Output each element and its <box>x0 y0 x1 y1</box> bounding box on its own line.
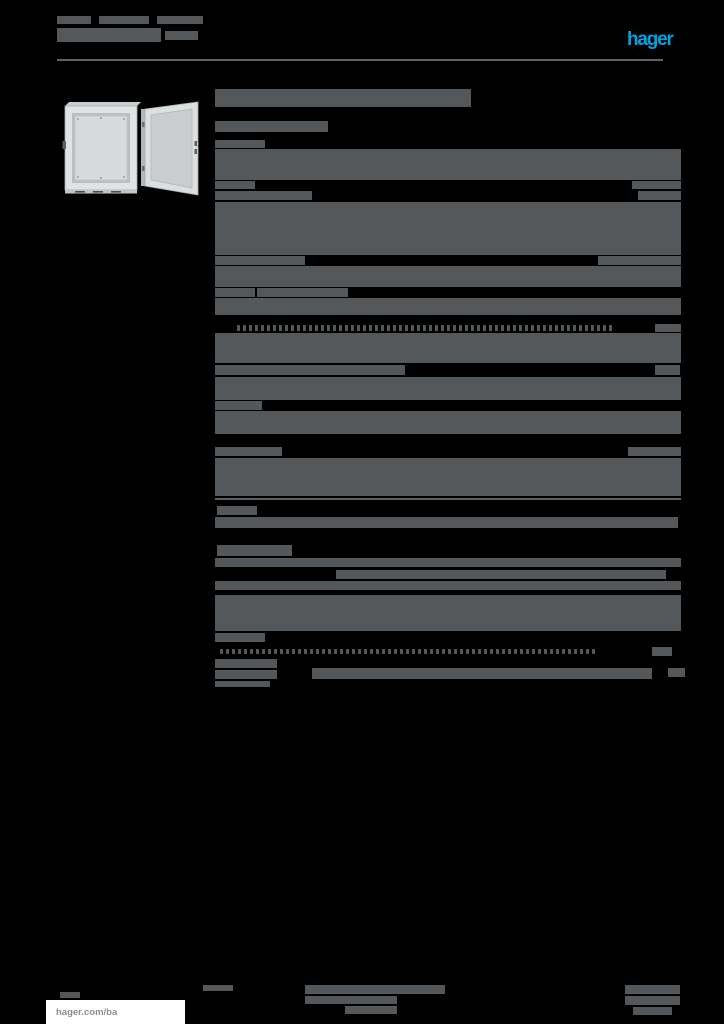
redacted-text-line <box>215 266 681 287</box>
redacted-text-line <box>215 191 312 200</box>
dotted-leader-line <box>220 649 596 654</box>
door-latch-marks <box>194 141 197 154</box>
redacted-text-line <box>215 333 681 363</box>
footer-site-link[interactable]: hager.com/ba <box>56 1006 118 1018</box>
section-label <box>215 670 277 679</box>
enclosure-back-panel <box>74 115 128 181</box>
redacted-text-line <box>632 181 681 189</box>
hinge-pins <box>142 122 145 171</box>
door-hinge-edge <box>141 109 145 186</box>
header-product-line <box>57 16 91 24</box>
redacted-text-line <box>215 298 681 315</box>
redacted-text-line <box>215 517 678 528</box>
redacted-text-line <box>215 202 681 255</box>
dotted-leader-line <box>237 325 615 331</box>
header-product-line <box>99 16 149 24</box>
redacted-text-line <box>312 668 652 679</box>
redacted-text-line <box>652 647 672 656</box>
redacted-text-line <box>215 595 681 631</box>
header-reference-line <box>57 28 161 42</box>
product-photo <box>57 96 204 197</box>
footer-center-line <box>305 996 397 1004</box>
redacted-text-line <box>668 668 685 677</box>
hager-logo: hager <box>627 29 674 50</box>
redacted-text-line <box>655 365 680 375</box>
redacted-text-line <box>215 458 681 496</box>
body-latch <box>62 141 66 149</box>
redacted-text-line <box>215 256 305 265</box>
redacted-text-line <box>336 570 666 579</box>
header-reference-line <box>165 31 198 40</box>
redacted-text-line <box>215 558 681 567</box>
redacted-text-line <box>215 411 681 434</box>
door-inner-panel <box>150 108 193 189</box>
section-label <box>215 447 282 456</box>
footer-center-line <box>305 985 445 994</box>
footer-right-line <box>625 985 680 994</box>
redacted-text-line <box>215 365 405 375</box>
footer-link-box: hager.com/ba <box>46 1000 185 1024</box>
section-label <box>217 506 257 515</box>
redacted-text-line <box>215 149 681 180</box>
enclosure-illustration <box>62 101 199 196</box>
redacted-text-line <box>215 181 255 189</box>
panel-screws <box>77 117 125 179</box>
footer-center-line <box>345 1006 397 1014</box>
header-rule <box>57 59 663 61</box>
redacted-text-line <box>203 985 233 991</box>
redacted-text-line <box>638 191 681 200</box>
redacted-text-line <box>215 377 681 400</box>
section-label <box>215 401 262 410</box>
redacted-text-line <box>215 681 270 687</box>
page-title <box>215 89 471 107</box>
footer-right-line <box>625 996 680 1005</box>
redacted-text-line <box>215 288 255 297</box>
section-label <box>217 545 292 556</box>
redacted-text-line <box>257 288 348 297</box>
page-subtitle <box>215 121 328 132</box>
redacted-text-line <box>60 992 80 998</box>
section-label <box>215 140 265 148</box>
base-vent-slots <box>75 191 121 193</box>
redacted-text-line <box>655 324 681 332</box>
divider-rule <box>215 498 681 500</box>
redacted-text-line <box>598 256 681 265</box>
redacted-text-line <box>215 581 681 590</box>
footer-right-line <box>633 1007 672 1015</box>
enclosure-top-face <box>65 102 141 106</box>
section-label <box>215 659 277 668</box>
redacted-text-line <box>628 447 681 456</box>
section-label <box>215 633 265 642</box>
header-product-line <box>157 16 203 24</box>
